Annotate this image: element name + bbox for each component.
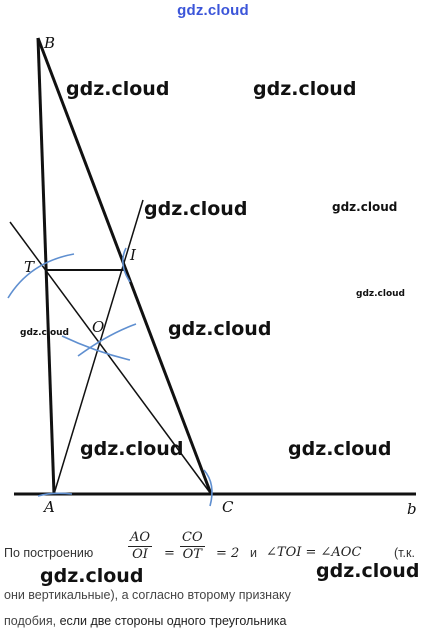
text-and: и xyxy=(250,546,257,560)
arc-mark-o1 xyxy=(61,335,131,361)
fraction-ao-oi: AO OI xyxy=(128,530,153,563)
watermark: gdz.cloud xyxy=(20,328,69,338)
angle-equality: ∠TOI = ∠AOC xyxy=(266,545,362,560)
watermark: gdz.cloud xyxy=(80,438,184,460)
point-label-i: I xyxy=(130,246,136,264)
text-line-3-end: если две стороны одного треугольника xyxy=(59,614,287,628)
point-label-b-ray: b xyxy=(407,500,417,518)
fraction-numerator: AO xyxy=(128,530,153,547)
text-line-2: они вертикальные), а согласно второму пр… xyxy=(4,588,291,602)
text-line-3-start: подобия, xyxy=(4,614,57,628)
text-prefix: По построению xyxy=(4,546,94,560)
line-ct xyxy=(9,221,212,495)
point-label-a: A xyxy=(44,498,55,516)
arc-mark-i xyxy=(122,247,131,283)
watermark: gdz.cloud xyxy=(356,289,405,299)
watermark: gdz.cloud xyxy=(332,200,398,214)
fraction-numerator: CO xyxy=(180,530,205,547)
point-label-o: O xyxy=(92,318,105,336)
text-suffix: (т.к. xyxy=(394,546,415,560)
watermark: gdz.cloud xyxy=(144,198,248,220)
point-label-b: B xyxy=(44,34,56,52)
point-label-t: T xyxy=(24,258,35,276)
arc-mark-o2 xyxy=(77,323,137,357)
fraction-denominator: OI xyxy=(132,547,148,562)
equals-two: = 2 xyxy=(216,546,240,561)
watermark: gdz.cloud xyxy=(40,565,144,587)
segment-ab xyxy=(36,37,56,495)
arc-mark-a xyxy=(37,492,73,497)
fraction-co-ot: CO OT xyxy=(180,530,205,563)
watermark: gdz.cloud xyxy=(288,438,392,460)
watermark: gdz.cloud xyxy=(66,78,170,100)
top-watermark: gdz.cloud xyxy=(177,2,249,19)
watermark: gdz.cloud xyxy=(168,318,272,340)
fraction-denominator: OT xyxy=(182,547,202,562)
equals-sign: = xyxy=(164,546,175,561)
text-line-3: подобия, если две стороны одного треугол… xyxy=(4,614,286,628)
watermark: gdz.cloud xyxy=(316,560,420,582)
point-label-c: C xyxy=(222,498,234,516)
ray-ai xyxy=(53,199,144,495)
watermark: gdz.cloud xyxy=(253,78,357,100)
segment-bc xyxy=(36,37,213,495)
arc-mark-t xyxy=(7,253,75,299)
arc-mark-c xyxy=(203,469,213,507)
